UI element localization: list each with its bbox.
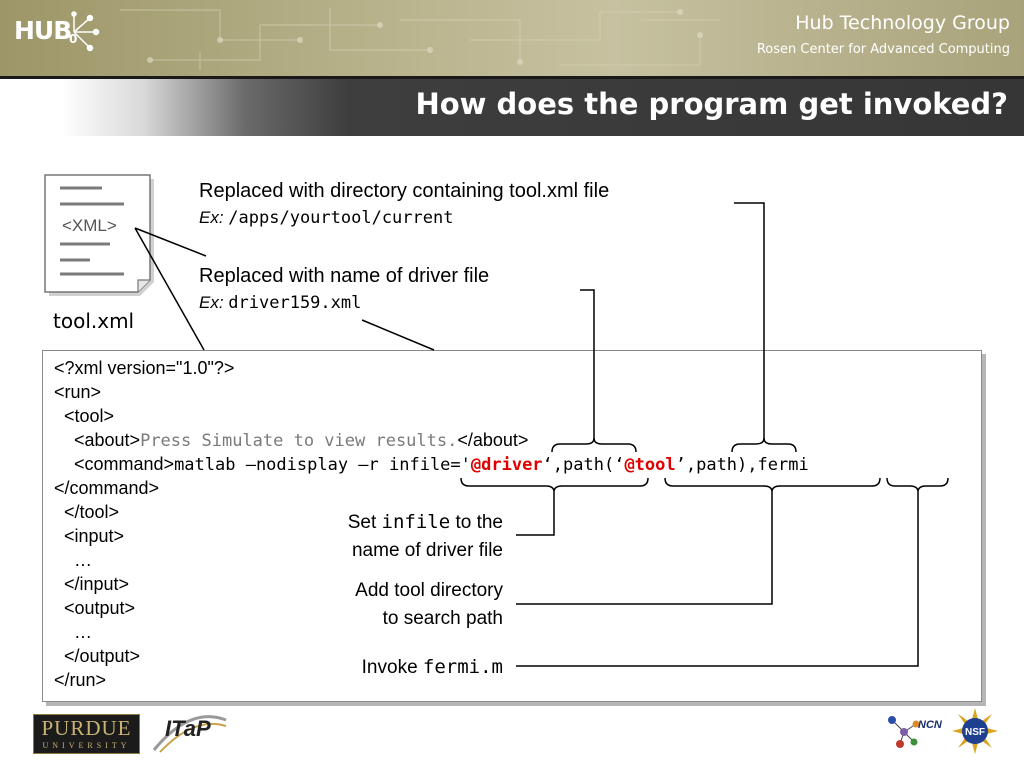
hub-logo-subscript: 0 bbox=[69, 32, 78, 46]
ncn-molecule-icon bbox=[888, 716, 920, 748]
xml-filename-label: tool.xml bbox=[53, 309, 135, 333]
directory-note: Replaced with directory containing tool.… bbox=[199, 180, 610, 202]
header-banner: HUB 0 Hub Technology Group Rosen Center … bbox=[0, 0, 1024, 76]
banner-divider bbox=[0, 76, 1024, 79]
slide-title: How does the program get invoked? bbox=[415, 87, 1008, 121]
set-infile-note: Set infile to the name of driver file bbox=[347, 511, 503, 561]
code-line-4: <about>Press Simulate to view results.</… bbox=[54, 430, 529, 451]
code-line-8: <input> bbox=[54, 526, 125, 546]
code-line-11: <output> bbox=[54, 598, 136, 618]
circuit-pattern bbox=[120, 8, 720, 70]
code-line-1: <?xml version="1.0"?> bbox=[54, 358, 235, 378]
code-line-14: </run> bbox=[54, 670, 107, 690]
driver-placeholder: @driver bbox=[470, 455, 543, 475]
code-line-5: <command>matlab –nodisplay –r infile='@d… bbox=[54, 454, 809, 475]
driver-example: Ex: driver159.xml bbox=[199, 293, 362, 313]
code-line-3: <tool> bbox=[54, 406, 115, 426]
group-title: Hub Technology Group bbox=[795, 12, 1010, 34]
code-line-10: </input> bbox=[54, 574, 130, 594]
invoke-note: Invoke fermi.m bbox=[361, 656, 503, 678]
directory-example: Ex: /apps/yourtool/current bbox=[199, 208, 454, 228]
xml-tag-label: <XML> bbox=[62, 216, 117, 235]
add-tool-note: Add tool directory to search path bbox=[355, 580, 503, 629]
tool-placeholder: @tool bbox=[624, 455, 676, 475]
code-line-12: … bbox=[54, 622, 93, 642]
code-line-2: <run> bbox=[54, 382, 102, 402]
group-subtitle: Rosen Center for Advanced Computing bbox=[756, 42, 1010, 57]
title-bar: How does the program get invoked? bbox=[0, 79, 1024, 136]
xml-code-box bbox=[42, 350, 982, 702]
code-line-13: </output> bbox=[54, 646, 141, 666]
svg-text:NSF: NSF bbox=[965, 727, 985, 738]
hub-logo-burst-icon bbox=[71, 11, 100, 52]
purdue-logo: PURDUE UNIVERSITY bbox=[33, 714, 140, 754]
nsf-seal-icon: NSF bbox=[952, 708, 998, 754]
code-line-7: </tool> bbox=[54, 502, 120, 522]
code-line-9: … bbox=[54, 550, 93, 570]
driver-note: Replaced with name of driver file bbox=[199, 265, 490, 287]
itap-logo-text: ITaP bbox=[165, 716, 211, 741]
code-line-6: </command> bbox=[54, 478, 160, 498]
ncn-logo-text: NCN bbox=[918, 719, 942, 731]
xml-document-icon bbox=[44, 174, 154, 296]
itap-swoosh-icon bbox=[152, 715, 227, 753]
hub-logo-text: HUB bbox=[14, 16, 72, 45]
